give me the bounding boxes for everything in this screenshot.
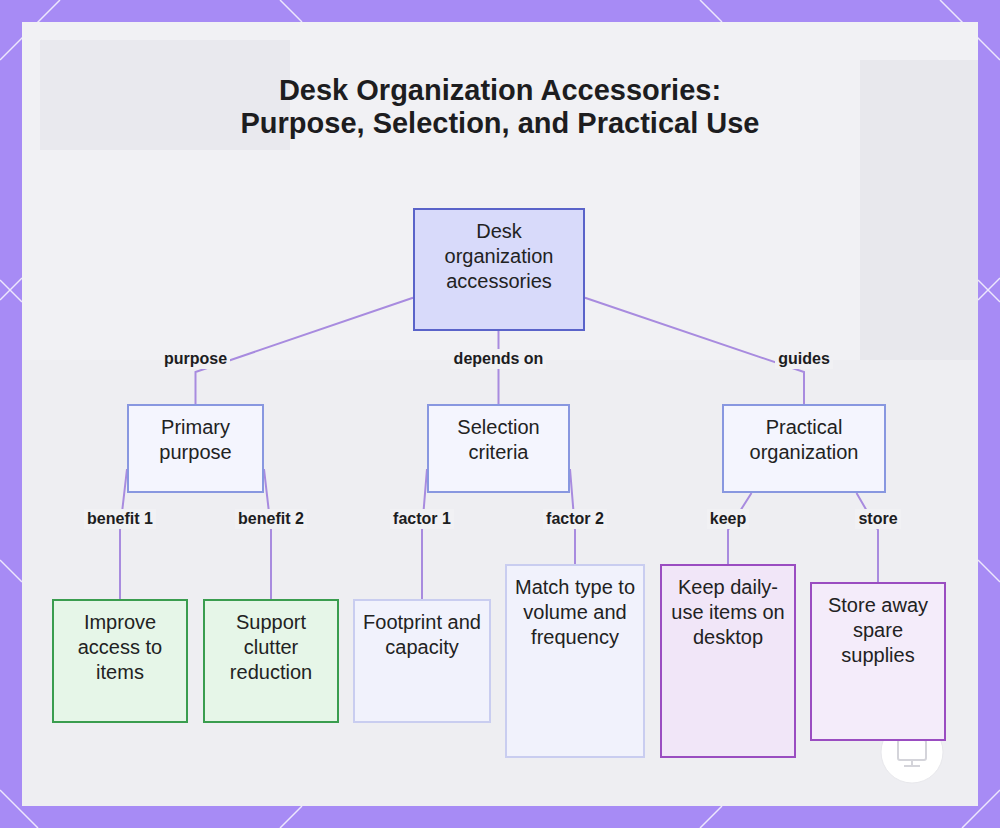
inner-panel	[22, 22, 978, 806]
logo-icon	[898, 740, 926, 766]
edge-label: benefit 2	[235, 509, 307, 529]
edge-label: keep	[707, 509, 749, 529]
category-box: Practical organization	[722, 404, 886, 493]
blurred-photo	[22, 360, 978, 806]
category-box: Selection criteria	[427, 404, 570, 493]
node-label: Support clutter reduction	[211, 610, 331, 685]
edge-label: store	[855, 509, 900, 529]
detail-box: Improve access to items	[52, 599, 188, 723]
node-label: Store away spare supplies	[818, 593, 938, 668]
category-box: Primary purpose	[127, 404, 264, 493]
blurred-photo	[860, 60, 978, 360]
node-label: Keep daily-use items on desktop	[668, 575, 788, 650]
node-label: Footprint and capacity	[361, 610, 483, 660]
edge-label: benefit 1	[84, 509, 156, 529]
node-label: Selection criteria	[435, 415, 562, 465]
connector	[857, 493, 879, 582]
edge-label: depends on	[451, 349, 547, 369]
detail-box: Match type to volume and frequency	[505, 564, 645, 758]
root-box: Desk organization accessories	[413, 208, 585, 331]
edge-label: guides	[775, 349, 833, 369]
connector	[585, 298, 804, 404]
node-label: Practical organization	[730, 415, 878, 465]
detail-box: Footprint and capacity	[353, 599, 491, 723]
detail-box: Support clutter reduction	[203, 599, 339, 723]
connector	[264, 469, 271, 599]
edge-label: purpose	[161, 349, 230, 369]
connector	[120, 469, 127, 599]
edge-label: factor 2	[543, 509, 607, 529]
edge-label: factor 1	[390, 509, 454, 529]
detail-box: Store away spare supplies	[810, 582, 946, 741]
node-label: Match type to volume and frequency	[513, 575, 637, 650]
node-label: Improve access to items	[60, 610, 180, 685]
detail-box: Keep daily-use items on desktop	[660, 564, 796, 758]
diagram-title: Desk Organization Accessories: Purpose, …	[230, 74, 770, 140]
node-label: Primary purpose	[135, 415, 256, 465]
node-label: Desk organization accessories	[421, 219, 577, 294]
